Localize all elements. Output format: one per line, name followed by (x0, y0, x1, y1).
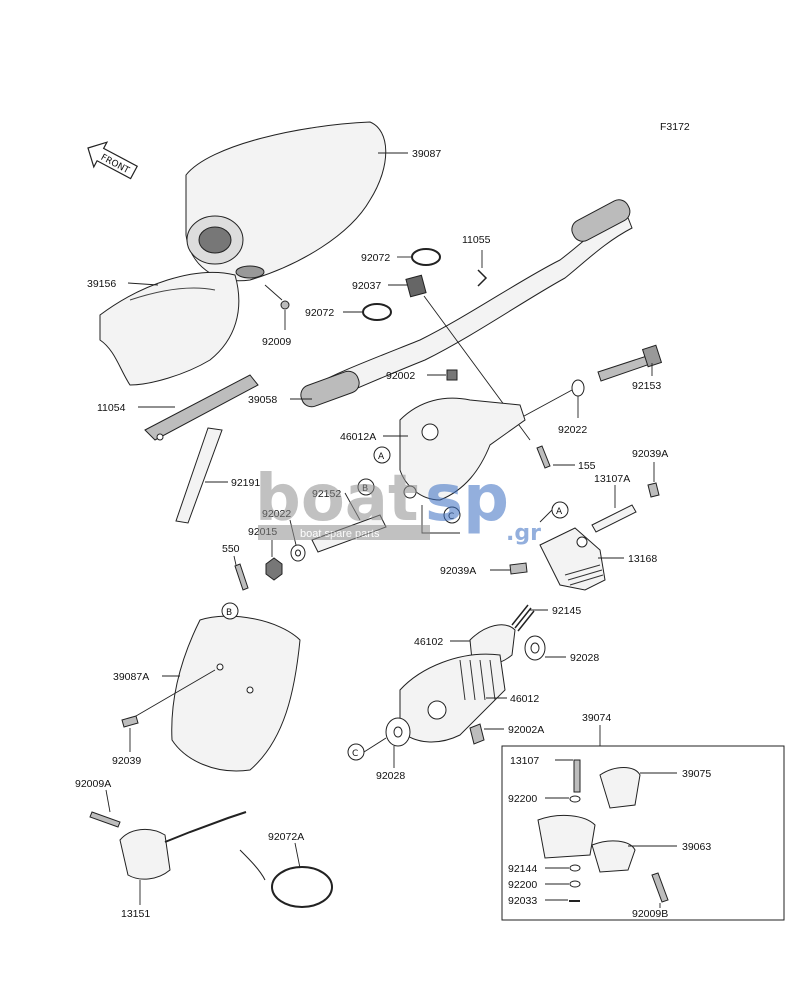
screw-155 (536, 445, 575, 469)
callout-92144: 92144 (508, 863, 537, 875)
ref-circle-a-lower: A (539, 501, 569, 523)
callout-46012: 46012 (510, 693, 539, 705)
spring-92145 (511, 604, 548, 632)
callout-92200-lower: 92200 (508, 879, 537, 891)
callout-92072-lower: 92072 (305, 307, 334, 319)
callout-92009B: 92009B (632, 908, 668, 920)
callout-92039A-mid: 92039A (440, 565, 476, 577)
callout-13168: 13168 (628, 553, 657, 565)
callout-92072-upper: 92072 (361, 252, 390, 264)
callout-92200-upper: 92200 (508, 793, 537, 805)
figure-code: F3172 (660, 121, 690, 133)
callout-46012A: 46012A (340, 431, 376, 443)
callout-11055: 11055 (462, 234, 491, 246)
callout-39087: 39087 (412, 148, 441, 160)
screw-550 (233, 555, 249, 591)
callout-13151: 13151 (121, 908, 150, 920)
bracket-13168 (539, 527, 624, 591)
ref-a-lower-label: A (556, 507, 563, 517)
ref-circle-b-lower: B (221, 602, 239, 620)
ref-circle-a-upper: A (373, 446, 391, 464)
clamp-92072-upper (397, 248, 441, 266)
handlebar-39058 (290, 199, 633, 408)
callout-46102: 46102 (414, 636, 443, 648)
callout-39087A: 39087A (113, 671, 149, 683)
clip-11055 (477, 250, 488, 287)
watermark-brand-right: sp (425, 462, 509, 536)
callout-92028-upper: 92028 (570, 652, 599, 664)
callout-155: 155 (578, 460, 596, 472)
block-92037 (388, 274, 531, 441)
callout-39063: 39063 (682, 841, 711, 853)
callout-92028-lower: 92028 (376, 770, 405, 782)
callout-92009A: 92009A (75, 778, 111, 790)
callout-13107: 13107 (510, 755, 539, 767)
callout-92145: 92145 (552, 605, 581, 617)
callout-92152: 92152 (312, 488, 341, 500)
callout-550: 550 (222, 543, 240, 555)
callout-92022-upper: 92022 (558, 424, 587, 436)
bolt-92153 (597, 344, 663, 382)
clamp-92072-lower (343, 303, 392, 321)
bolt-92039A-mid (490, 562, 528, 575)
bracket-46012A (383, 397, 526, 501)
body-46012 (399, 653, 507, 743)
ref-b-lower-label: B (226, 608, 232, 618)
watermark-brand-left: boat (255, 462, 419, 536)
cover-39156 (99, 271, 240, 386)
callout-39075: 39075 (682, 768, 711, 780)
handlebar-cover-39087 (185, 121, 408, 282)
callout-92022-lower: 92022 (262, 508, 291, 520)
watermark-logo: boat sp .gr boat spare parts (255, 462, 541, 546)
washer-92028-lower (385, 717, 411, 768)
callout-92039A-top: 92039A (632, 448, 668, 460)
screw-92009A (89, 789, 121, 828)
callout-11054: 11054 (97, 402, 126, 414)
screw-92009 (264, 284, 290, 330)
switch-13151 (119, 811, 247, 905)
clip-92072A (239, 842, 333, 908)
pin-13107A (591, 485, 637, 533)
watermark-tld: .gr (506, 521, 541, 546)
kit-box-39074 (501, 725, 785, 921)
callout-92033: 92033 (508, 895, 537, 907)
callout-39058: 39058 (248, 394, 277, 406)
ref-circle-b-upper: B (357, 478, 375, 496)
callout-92191: 92191 (231, 477, 260, 489)
callout-92072A: 92072A (268, 831, 304, 843)
callout-92037: 92037 (352, 280, 381, 292)
washer-92028-upper (524, 635, 566, 661)
callout-92153: 92153 (632, 380, 661, 392)
screw-92039 (121, 669, 216, 752)
callout-39156: 39156 (87, 278, 116, 290)
callout-92002A: 92002A (508, 724, 544, 736)
front-direction-arrow: FRONT (87, 141, 139, 180)
ref-c-upper-label: C (448, 512, 454, 522)
callout-13107A: 13107A (594, 473, 630, 485)
callout-39074: 39074 (582, 712, 611, 724)
bolt-92002A (469, 723, 504, 745)
rod-92191 (175, 427, 228, 524)
ref-b-upper-label: B (362, 484, 368, 494)
callout-92002: 92002 (386, 370, 415, 382)
ref-a-upper-label: A (378, 452, 385, 462)
callout-92009: 92009 (262, 336, 291, 348)
ref-c-lower-label: C (352, 749, 358, 759)
watermark-tagline: boat spare parts (300, 528, 380, 540)
bracket-11054 (138, 374, 259, 441)
callout-92039: 92039 (112, 755, 141, 767)
bolt-92039A-top (647, 462, 660, 498)
nut-92015 (265, 540, 283, 581)
ref-circle-c-lower: C (347, 737, 387, 761)
cover-39087A (162, 615, 301, 772)
nut-92002 (427, 369, 458, 381)
